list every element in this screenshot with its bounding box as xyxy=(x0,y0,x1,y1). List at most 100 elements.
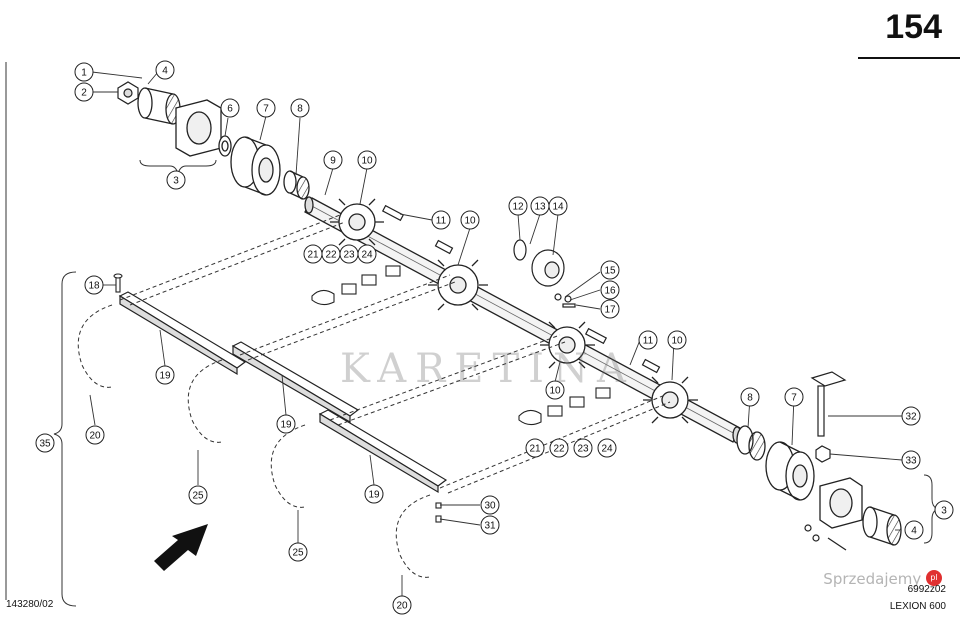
bushing xyxy=(736,425,766,461)
bolt xyxy=(113,273,442,523)
site-watermark-badge: pl xyxy=(926,570,942,586)
key-part xyxy=(381,204,661,374)
callout-4: 4 xyxy=(904,520,924,540)
callout-circle xyxy=(85,425,105,445)
page-number: 154 xyxy=(885,8,942,46)
callout-label: 23 xyxy=(577,444,589,455)
callout-25: 25 xyxy=(188,485,208,505)
callout-label: 35 xyxy=(39,439,51,450)
callout-label: 1 xyxy=(81,68,87,79)
callout-circle xyxy=(74,62,94,82)
sprocket xyxy=(643,376,698,424)
callout-3: 3 xyxy=(934,500,954,520)
drawing-reference-right: 6992z02 xyxy=(907,584,946,595)
callout-label: 13 xyxy=(534,202,546,213)
callout-circle xyxy=(84,275,104,295)
callout-circle xyxy=(290,98,310,118)
callout-circle xyxy=(460,210,480,230)
callout-16: 16 xyxy=(600,280,620,300)
callout-label: 24 xyxy=(361,250,373,261)
callout-label: 25 xyxy=(292,548,304,559)
callout-10: 10 xyxy=(545,380,565,400)
callout-circle xyxy=(480,515,500,535)
callout-circle xyxy=(166,170,186,190)
callout-17: 17 xyxy=(600,299,620,319)
callout-12: 12 xyxy=(508,196,528,216)
callout-7: 7 xyxy=(784,387,804,407)
site-watermark-text: Sprzedajemy xyxy=(823,570,922,588)
callout-circle xyxy=(740,387,760,407)
sprocket xyxy=(330,198,384,246)
callout-21: 21 xyxy=(303,244,323,264)
callout-33: 33 xyxy=(901,450,921,470)
callout-label: 9 xyxy=(330,156,336,167)
callout-24: 24 xyxy=(357,244,377,264)
callout-circle xyxy=(901,406,921,426)
callout-label: 22 xyxy=(325,250,337,261)
callout-circle xyxy=(480,495,500,515)
callout-label: 16 xyxy=(604,286,616,297)
callout-label: 10 xyxy=(464,216,476,227)
callout-23: 23 xyxy=(339,244,359,264)
callout-label: 10 xyxy=(671,336,683,347)
bracket-35 xyxy=(53,271,77,607)
callout-18: 18 xyxy=(84,275,104,295)
callout-20: 20 xyxy=(392,595,412,615)
callout-label: 11 xyxy=(643,336,654,347)
page-number-rule xyxy=(858,57,960,59)
sprocket xyxy=(428,259,488,311)
callout-11: 11 xyxy=(431,210,451,230)
callout-circle xyxy=(323,150,343,170)
callout-20: 20 xyxy=(85,425,105,445)
callout-label: 19 xyxy=(280,420,292,431)
callout-23: 23 xyxy=(573,438,593,458)
callout-label: 18 xyxy=(88,281,100,292)
callout-label: 20 xyxy=(89,431,101,442)
scraper-bar xyxy=(118,291,448,494)
callout-circle xyxy=(431,210,451,230)
direction-arrow-icon xyxy=(154,524,208,571)
callout-circle xyxy=(784,387,804,407)
callout-circle xyxy=(276,414,296,434)
callout-label: 10 xyxy=(361,156,373,167)
callout-circle xyxy=(188,485,208,505)
callout-6: 6 xyxy=(220,98,240,118)
callout-circle xyxy=(638,330,658,350)
callout-14: 14 xyxy=(548,196,568,216)
callout-label: 25 xyxy=(192,491,204,502)
callout-3: 3 xyxy=(166,170,186,190)
callout-label: 21 xyxy=(529,444,541,455)
callout-19: 19 xyxy=(276,414,296,434)
callout-label: 11 xyxy=(436,216,447,227)
callout-10: 10 xyxy=(667,330,687,350)
callout-8: 8 xyxy=(290,98,310,118)
callout-circle xyxy=(35,433,55,453)
seal-ring xyxy=(218,135,232,157)
callout-10: 10 xyxy=(357,150,377,170)
callout-label: 15 xyxy=(604,266,616,277)
callout-circle xyxy=(667,330,687,350)
callout-label: 33 xyxy=(905,456,917,467)
callout-label: 32 xyxy=(905,412,917,423)
callout-circle xyxy=(904,520,924,540)
sprocket xyxy=(540,321,595,369)
flange-hub xyxy=(765,441,815,501)
callout-label: 6 xyxy=(227,104,233,115)
callout-1: 1 xyxy=(74,62,94,82)
callout-circle xyxy=(597,438,617,458)
callout-24: 24 xyxy=(597,438,617,458)
callout-19: 19 xyxy=(364,484,384,504)
callout-label: 4 xyxy=(911,526,917,537)
callout-circle xyxy=(548,196,568,216)
callout-4: 4 xyxy=(155,60,175,80)
leader-lines xyxy=(89,71,903,596)
callout-circle xyxy=(288,542,308,562)
callout-circle xyxy=(256,98,276,118)
watermark-text: KARETINA xyxy=(340,346,635,392)
callout-label: 4 xyxy=(162,66,168,77)
bearing-ring xyxy=(862,506,902,546)
callout-label: 8 xyxy=(747,393,753,404)
callout-circle xyxy=(545,380,565,400)
callout-label: 7 xyxy=(791,393,797,404)
